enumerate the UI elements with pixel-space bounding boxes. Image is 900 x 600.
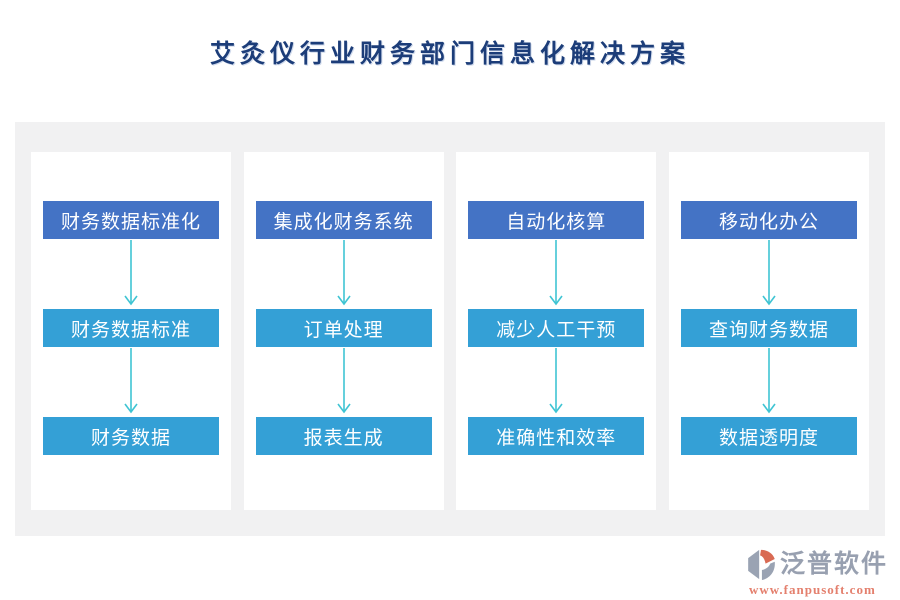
page-title: 艾灸仪行业财务部门信息化解决方案 — [209, 41, 690, 68]
fanpu-logo-icon — [748, 549, 775, 581]
down-arrow-icon — [762, 348, 776, 414]
flow-box: 财务数据标准 — [43, 309, 219, 347]
flow-box: 减少人工干预 — [468, 309, 645, 347]
down-arrow-icon — [337, 348, 351, 414]
down-arrow-icon — [549, 240, 563, 306]
down-arrow-icon — [337, 240, 351, 306]
flow-box: 准确性和效率 — [468, 417, 645, 455]
down-arrow-icon — [762, 240, 776, 306]
flow-column-4: 移动化办公 查询财务数据 数据透明度 — [668, 152, 869, 510]
flow-box: 查询财务数据 — [680, 309, 857, 347]
flow-box: 移动化办公 — [680, 201, 857, 239]
flow-box: 数据透明度 — [680, 417, 857, 455]
diagram-panel: 财务数据标准化 财务数据标准 财务数据 集成化财务系统 订单处理 报表生成 自动… — [15, 122, 885, 536]
brand-name: 泛普软件 — [779, 550, 888, 578]
flow-box: 财务数据 — [43, 417, 219, 455]
flow-column-1: 财务数据标准化 财务数据标准 财务数据 — [31, 152, 231, 510]
flow-box: 集成化财务系统 — [255, 201, 432, 239]
brand-url: www.fanpusoft.com — [748, 582, 876, 597]
down-arrow-icon — [124, 348, 138, 414]
down-arrow-icon — [124, 240, 138, 306]
flow-column-2: 集成化财务系统 订单处理 报表生成 — [243, 152, 444, 510]
brand-logo: 泛普软件 www.fanpusoft.com — [745, 548, 888, 598]
flow-box: 订单处理 — [255, 309, 432, 347]
flow-box: 报表生成 — [255, 417, 432, 455]
flow-box: 自动化核算 — [468, 201, 645, 239]
flow-box: 财务数据标准化 — [43, 201, 219, 239]
flow-column-3: 自动化核算 减少人工干预 准确性和效率 — [456, 152, 657, 510]
down-arrow-icon — [549, 348, 563, 414]
